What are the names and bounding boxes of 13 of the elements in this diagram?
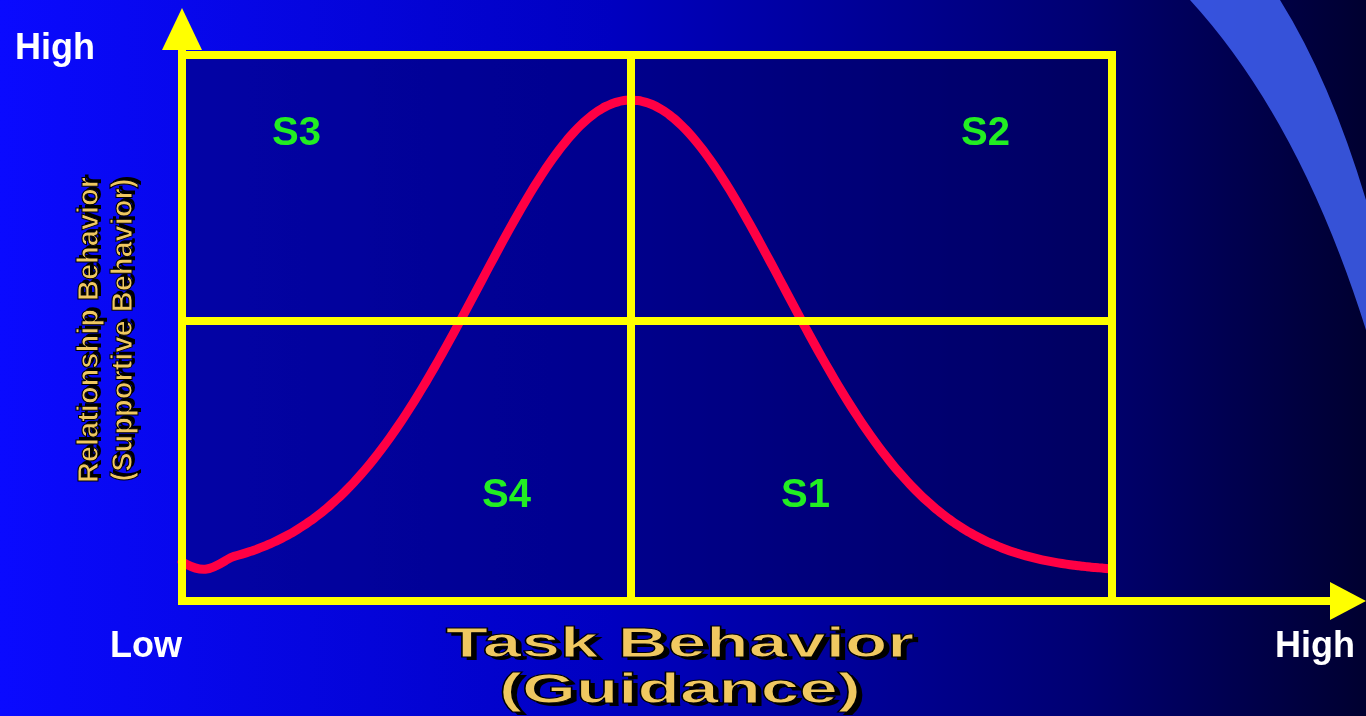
quadrant-box (631, 51, 1116, 321)
style-label: S3 (272, 109, 321, 153)
quadrant-box (178, 321, 631, 605)
axis-end-label: High (1275, 624, 1355, 666)
style-label: S1 (781, 471, 830, 515)
axis-end-label: Low (110, 624, 182, 666)
style-label: S4 (482, 471, 531, 515)
style-label: S2 (961, 109, 1010, 153)
x-axis-title: Task Behavior (Guidance) (444, 620, 916, 712)
quadrant-box (631, 321, 1116, 605)
quadrant-box (178, 51, 631, 321)
axis-end-label: High (15, 26, 95, 68)
y-axis-title: Relationship Behavior (Supportive Behavior) (71, 175, 139, 486)
